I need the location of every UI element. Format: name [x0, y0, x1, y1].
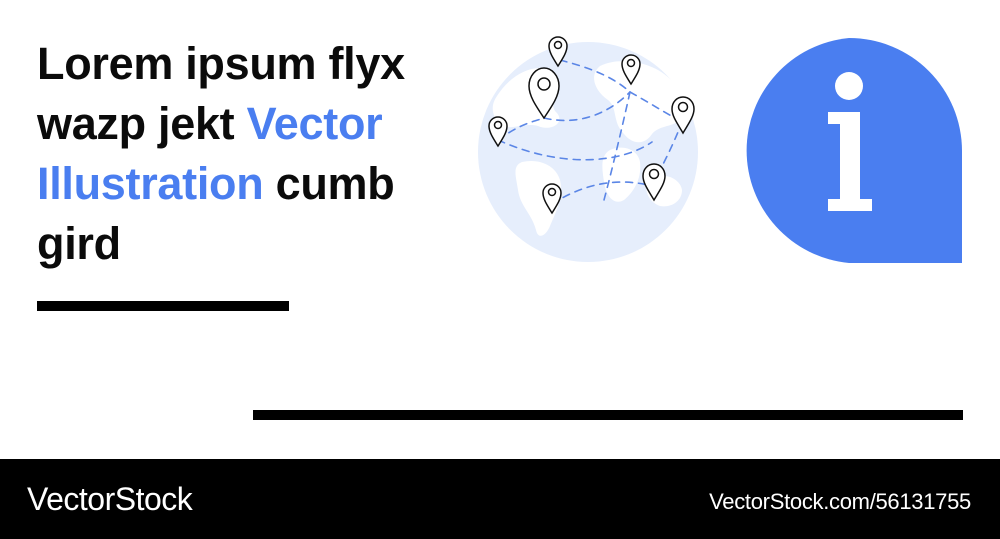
location-pin-icon [548, 36, 568, 68]
location-pin-icon [642, 163, 666, 202]
headline-text-end: cumb gird [37, 158, 395, 269]
headline-text-start: Lorem ipsum flyx wazp jekt [37, 38, 405, 149]
headline-accent: Vector Illustration [37, 98, 383, 209]
location-pins [488, 36, 695, 215]
footer-bar: VectorStock VectorStock.com/56131755 [0, 459, 1000, 539]
location-pin-icon [542, 183, 562, 215]
globe-icon [478, 42, 698, 262]
location-pin-icon [488, 116, 508, 148]
info-icon [746, 38, 962, 263]
location-pin-icon [621, 54, 641, 86]
illustration [478, 36, 962, 263]
long-divider [253, 410, 963, 420]
short-divider [37, 301, 289, 311]
stock-id: VectorStock.com/56131755 [709, 489, 971, 514]
location-pin-icon [671, 96, 695, 135]
location-pin-icon [528, 67, 560, 120]
brand-logo: VectorStock [27, 481, 193, 517]
headline: Lorem ipsum flyx wazp jekt Vector Illust… [37, 34, 457, 274]
